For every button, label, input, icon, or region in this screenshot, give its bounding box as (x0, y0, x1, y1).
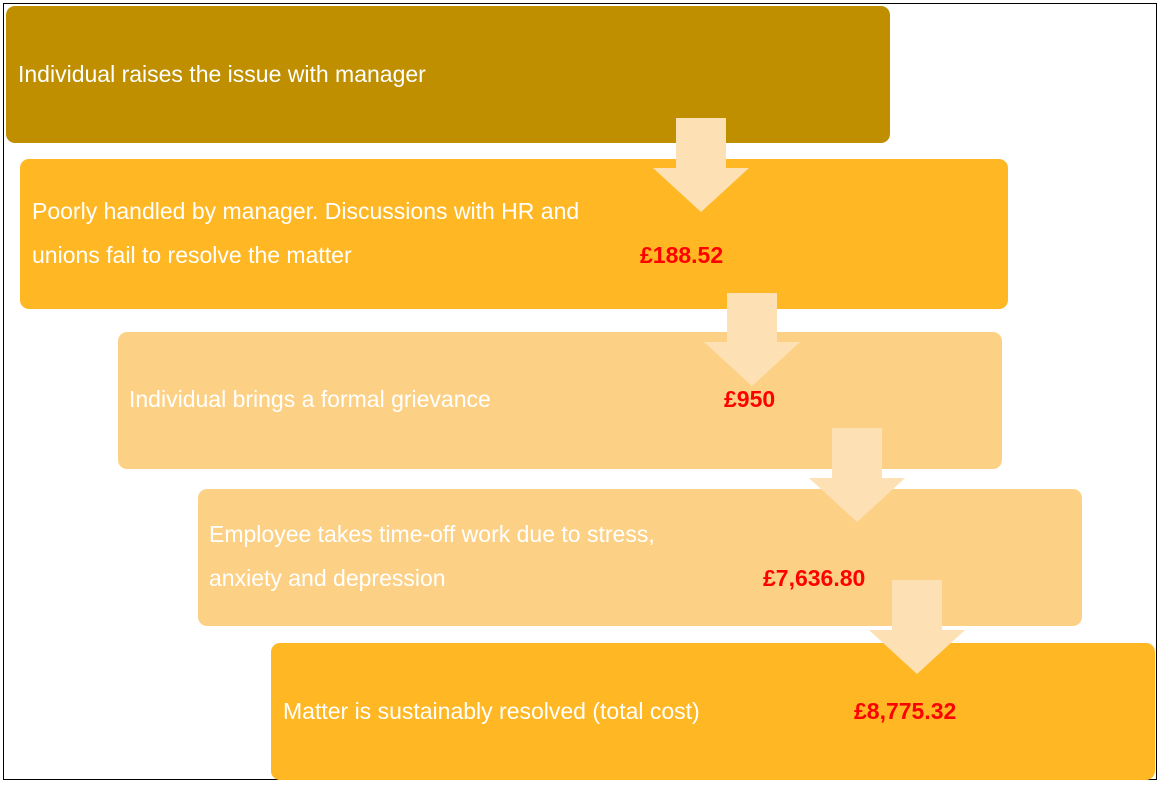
step-resolved-total-cost: £8,775.32 (854, 698, 957, 724)
step-formal-grievance: Individual brings a formal grievance £95… (118, 332, 1002, 469)
step-resolved: Matter is sustainably resolved (total co… (271, 643, 1155, 780)
step-poorly-handled-text: Poorly handled by manager. Discussions w… (32, 198, 580, 268)
step-time-off-text: Employee takes time-off work due to stre… (209, 521, 655, 591)
step-poorly-handled: Poorly handled by manager. Discussions w… (20, 159, 1008, 309)
step-raise-issue: Individual raises the issue with manager (6, 6, 890, 143)
step-time-off-cost: £7,636.80 (763, 565, 866, 591)
step-time-off: Employee takes time-off work due to stre… (198, 489, 1082, 626)
step-formal-grievance-cost: £950 (724, 386, 776, 412)
step-resolved-text: Matter is sustainably resolved (total co… (283, 698, 700, 724)
step-poorly-handled-cost: £188.52 (640, 242, 724, 268)
step-formal-grievance-text: Individual brings a formal grievance (129, 386, 491, 412)
step-raise-issue-text: Individual raises the issue with manager (18, 61, 426, 87)
